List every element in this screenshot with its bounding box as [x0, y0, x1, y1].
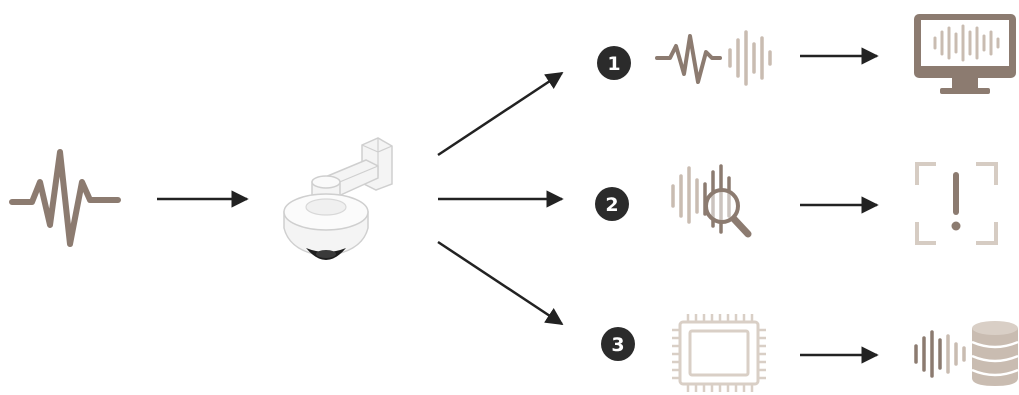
alert-icon	[915, 162, 998, 245]
route-3-badge: 3	[601, 327, 635, 361]
svg-text:2: 2	[605, 194, 618, 216]
arrow-to-route-3	[437, 240, 564, 326]
audio-analysis-icon	[671, 164, 752, 238]
arrow-to-route-1	[437, 71, 564, 157]
svg-text:1: 1	[607, 53, 620, 75]
processor-chip-icon	[672, 314, 766, 392]
dome-camera-icon	[283, 137, 393, 260]
monitor-icon	[914, 14, 1016, 94]
audio-storage-icon	[914, 321, 1019, 386]
audio-waveform-icon	[9, 149, 121, 247]
route-2-badge: 2	[595, 187, 629, 221]
route-1-badge: 1	[597, 46, 631, 80]
svg-text:3: 3	[611, 334, 624, 356]
waveform-icon	[655, 30, 772, 86]
